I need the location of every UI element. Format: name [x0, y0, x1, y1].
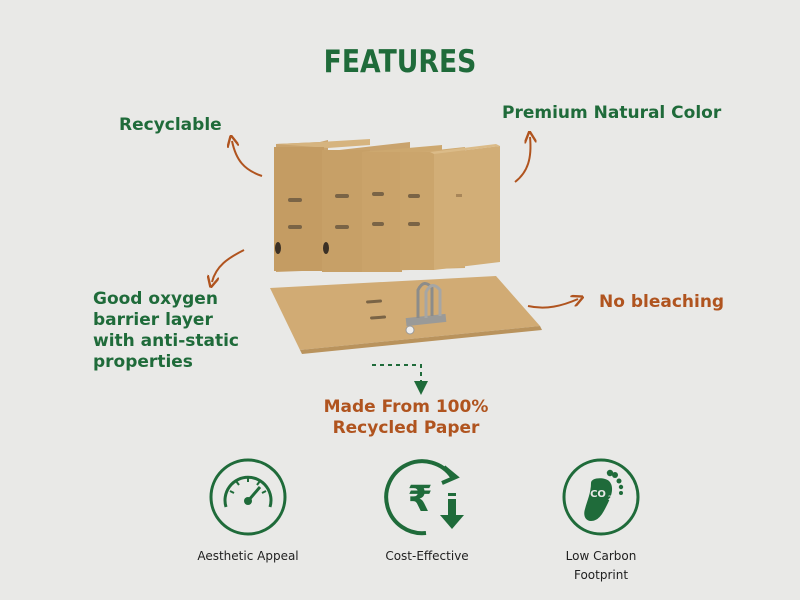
- badge-cost-effective: ₹: [382, 455, 472, 541]
- feature-recycled-line-1: Made From 100%: [323, 397, 489, 417]
- caption-aesthetic-appeal: Aesthetic Appeal: [178, 547, 318, 566]
- arrow-premium-color: [514, 137, 530, 183]
- arrow-recyclable: [232, 141, 263, 177]
- caption-lowcarbon-line-1: Low Carbon: [565, 549, 637, 563]
- badge-aesthetic-appeal: [208, 457, 288, 537]
- svg-text:2: 2: [608, 495, 612, 502]
- arrow-no-bleaching: [527, 299, 578, 309]
- svg-text:₹: ₹: [407, 479, 432, 520]
- box-file-open: [270, 276, 542, 354]
- feature-oxygen-line-3: with anti-static: [93, 331, 240, 351]
- rupee-down-icon: ₹: [384, 459, 464, 536]
- co2-footprint-icon: CO 2: [562, 458, 640, 536]
- svg-text:CO: CO: [590, 489, 606, 500]
- caption-aesthetic-line-1: Aesthetic Appeal: [197, 549, 299, 563]
- feature-recycled-line-2: Recycled Paper: [332, 418, 480, 438]
- caption-low-carbon: Low Carbon Footprint: [531, 547, 671, 585]
- page-title: FEATURES: [323, 44, 477, 80]
- feature-oxygen-line-2: barrier layer: [93, 310, 213, 330]
- feature-oxygen-line-1: Good oxygen: [93, 289, 218, 309]
- badge-low-carbon: CO 2: [561, 457, 641, 537]
- feature-recyclable: Recyclable: [119, 115, 222, 135]
- box-file-5: [430, 144, 500, 270]
- feature-premium-color: Premium Natural Color: [502, 103, 722, 123]
- arrow-oxygen-barrier: [212, 249, 245, 282]
- feature-oxygen-barrier: Good oxygen barrier layer with anti-stat…: [93, 289, 239, 373]
- arrow-recycled-paper: [372, 364, 428, 395]
- caption-cost-line-1: Cost-Effective: [385, 549, 469, 563]
- caption-lowcarbon-line-2: Footprint: [573, 568, 629, 582]
- feature-no-bleaching: No bleaching: [599, 292, 725, 312]
- box-files-illustration: [270, 139, 542, 354]
- caption-cost-effective: Cost-Effective: [357, 547, 497, 566]
- speedometer-icon: [209, 458, 287, 536]
- box-file-1: [274, 139, 370, 272]
- feature-oxygen-line-4: properties: [93, 352, 193, 372]
- feature-recycled-paper: Made From 100% Recycled Paper: [300, 397, 512, 439]
